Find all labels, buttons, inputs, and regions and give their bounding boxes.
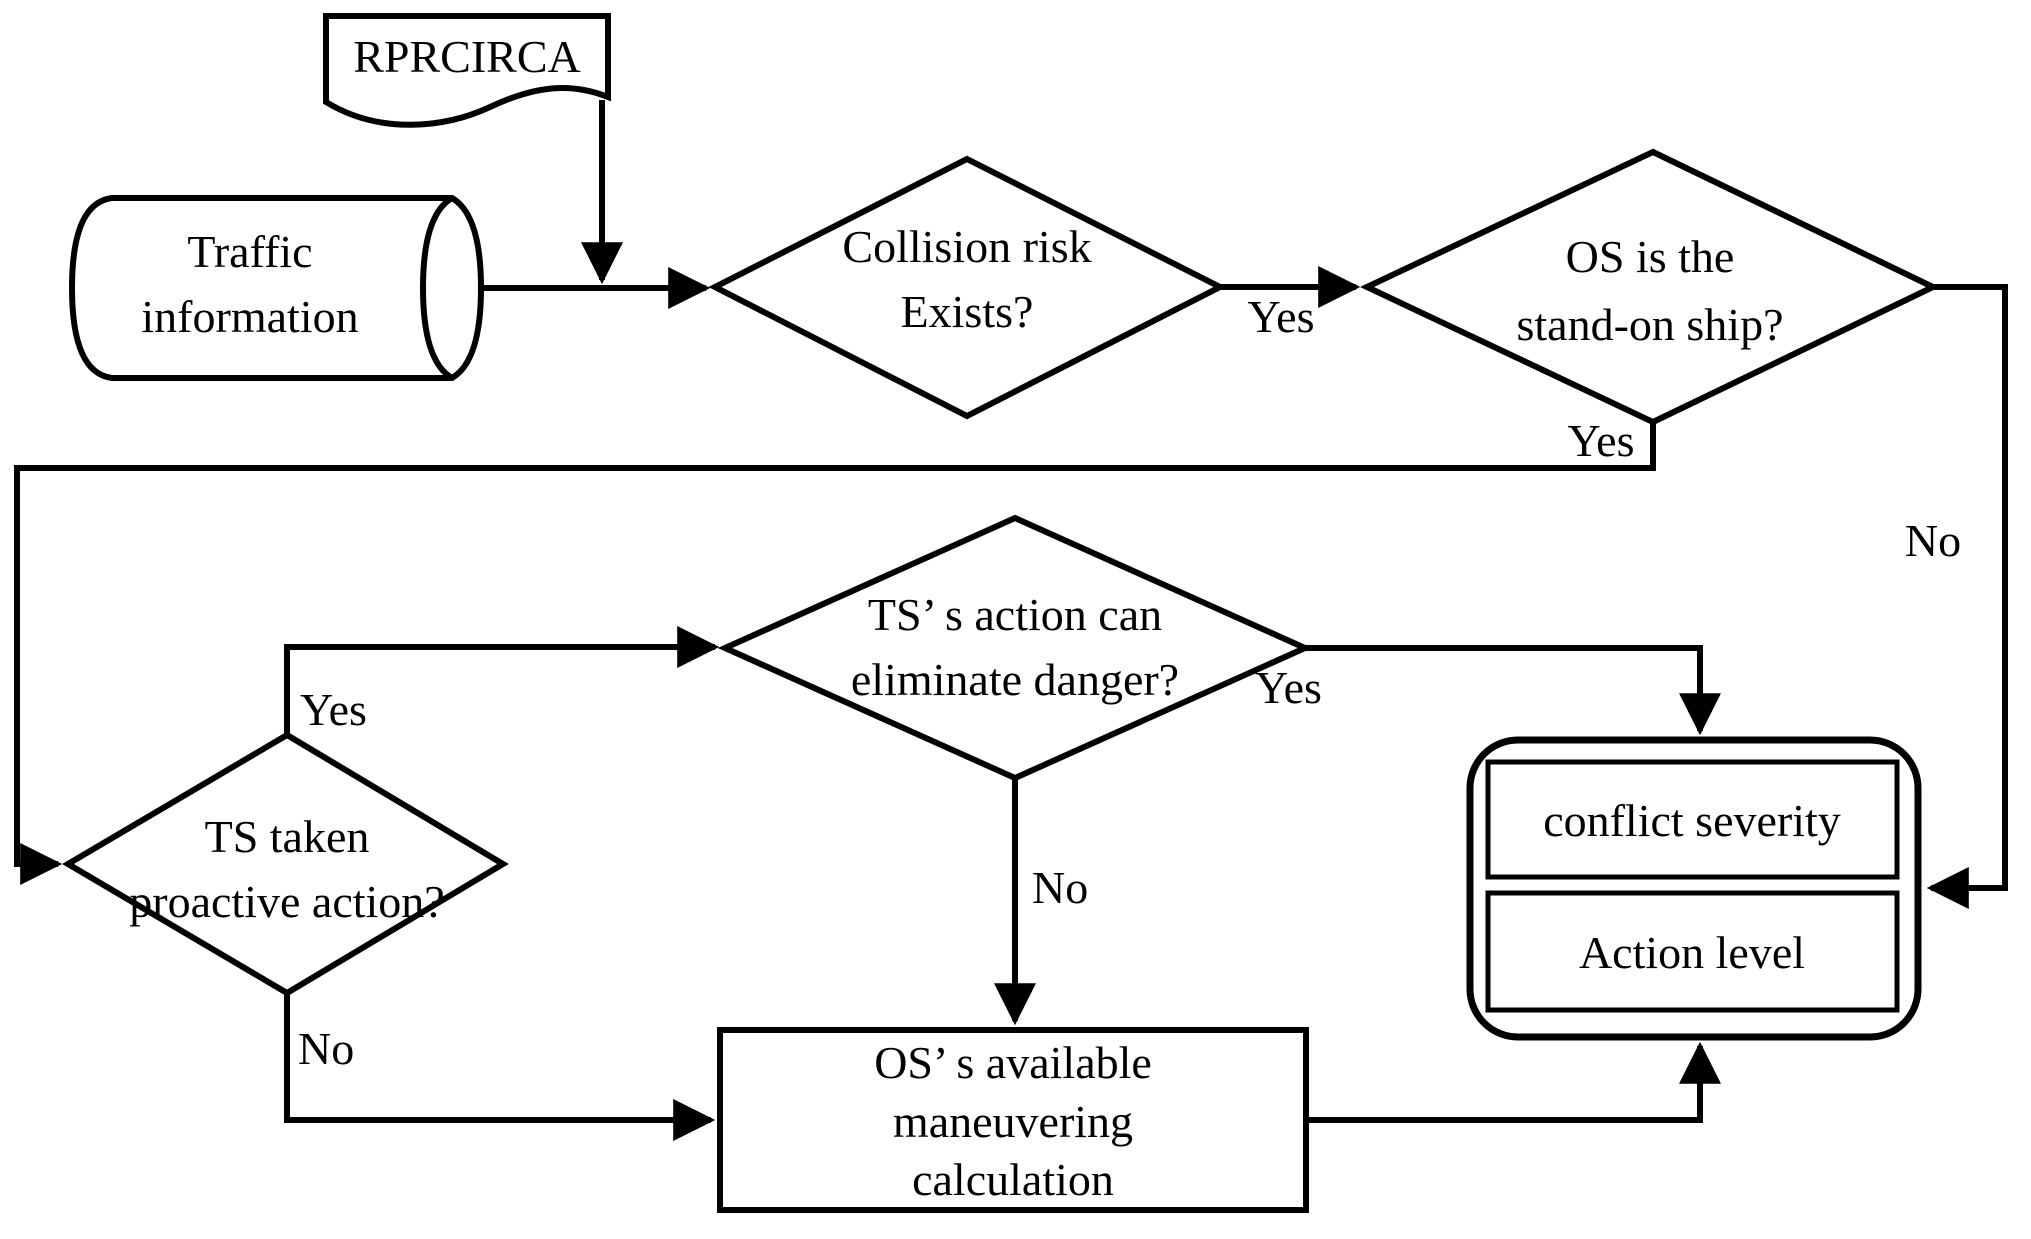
label-proactive-yes: Yes — [300, 684, 367, 735]
eliminate-label-line2: eliminate danger? — [851, 654, 1179, 705]
node-action-level-box — [1485, 890, 1900, 1013]
standon-label-line1: OS is the — [1566, 231, 1735, 282]
node-collision-risk-decision — [708, 155, 1227, 420]
edge-standon-no-to-output — [1926, 284, 2008, 909]
node-proactive-action-decision — [62, 731, 509, 997]
edge-maneuver-to-output — [1306, 1041, 1721, 1123]
label-standon-yes: Yes — [1568, 415, 1635, 466]
edge-proactive-yes-to-eliminate — [284, 626, 720, 735]
proactive-label-line1: TS taken — [205, 811, 370, 862]
action-level-label: Action level — [1579, 927, 1805, 978]
conflict-severity-label: conflict severity — [1543, 795, 1841, 846]
node-traffic-information-cylinder — [68, 195, 485, 381]
label-eliminate-yes: Yes — [1255, 662, 1322, 713]
label-standon-no: No — [1905, 515, 1961, 566]
maneuver-label-line2: maneuvering — [893, 1096, 1133, 1147]
maneuver-label-line1: OS’ s available — [874, 1037, 1152, 1088]
edge-standon-yes-to-proactive — [14, 422, 1656, 885]
proactive-label-line2: proactive action? — [129, 876, 444, 927]
traffic-label-line1: Traffic — [187, 226, 312, 277]
label-collision-yes: Yes — [1248, 291, 1315, 342]
label-eliminate-no: No — [1032, 862, 1088, 913]
node-rprcirca-document — [323, 13, 611, 128]
edge-proactive-no-to-maneuver — [284, 993, 716, 1141]
node-conflict-severity-box — [1485, 759, 1900, 880]
label-proactive-no: No — [298, 1023, 354, 1074]
traffic-label-line2: information — [141, 291, 358, 342]
collision-label-line1: Collision risk — [842, 221, 1091, 272]
eliminate-label-line1: TS’ s action can — [868, 589, 1162, 640]
maneuver-label-line3: calculation — [912, 1154, 1114, 1205]
traffic-cylinder-end-cap — [419, 195, 454, 381]
node-maneuvering-process — [717, 1027, 1309, 1213]
collision-label-line2: Exists? — [901, 286, 1034, 337]
standon-label-line2: stand-on ship? — [1516, 299, 1783, 350]
node-eliminate-danger-decision — [717, 514, 1313, 782]
node-stand-on-ship-decision — [1359, 148, 1940, 426]
node-output-group — [1466, 736, 1922, 1041]
edge-eliminate-yes-to-output — [1305, 645, 1721, 736]
rprcirca-label: RPRCIRCA — [353, 31, 581, 82]
